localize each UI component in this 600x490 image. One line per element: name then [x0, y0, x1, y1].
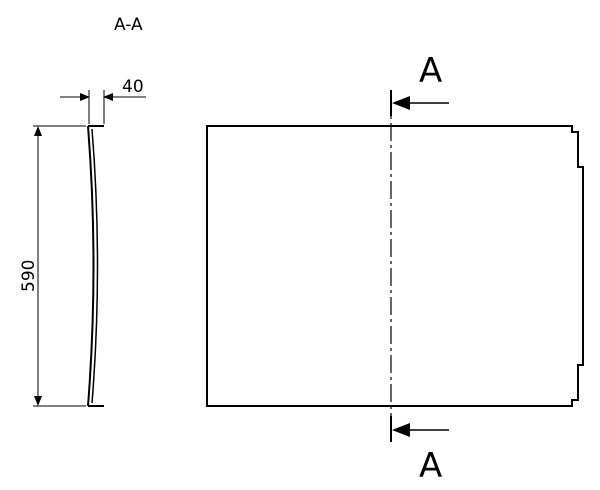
thickness-dimension [60, 90, 146, 124]
section-marker-top-label: A [419, 51, 442, 91]
front-view-panel [206, 125, 584, 407]
section-marker-bottom-label: A [419, 446, 442, 486]
section-view-title: A-A [114, 15, 143, 35]
section-profile [87, 125, 104, 407]
height-dimension [33, 125, 86, 407]
height-dimension-value: 590 [19, 260, 39, 292]
thickness-dimension-value: 40 [122, 77, 144, 97]
section-arrow-top [390, 90, 449, 116]
section-arrow-bottom [390, 416, 449, 442]
